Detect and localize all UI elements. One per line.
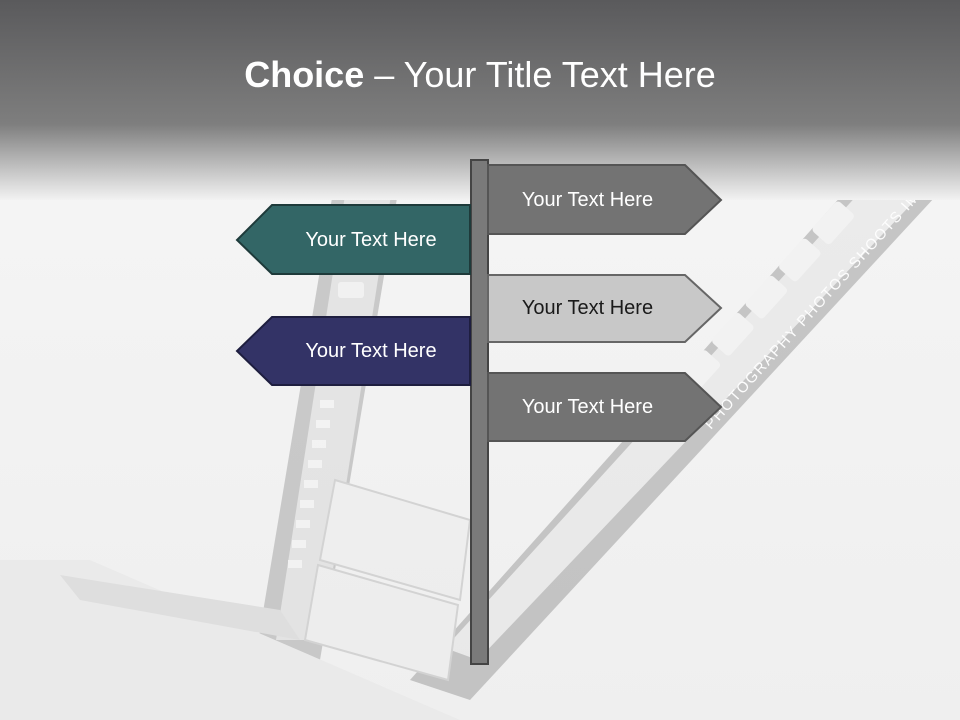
sign-right-1 (487, 164, 723, 235)
sign-right-3 (487, 372, 723, 442)
sign-right-2-label: Your Text Here (521, 297, 654, 319)
title-text: Your Title Text Here (403, 54, 716, 95)
slide-title: Choice – Your Title Text Here (0, 50, 960, 100)
title-separator: – (364, 54, 404, 95)
sign-right-2 (487, 274, 723, 343)
title-bold: Choice (244, 54, 365, 95)
sign-left-1 (235, 204, 471, 275)
sign-right-3-label: Your Text Here (521, 396, 654, 418)
signpost-pole (470, 159, 489, 665)
sign-left-1-label: Your Text Here (305, 229, 437, 251)
sign-left-2 (235, 316, 471, 386)
sign-left-2-label: Your Text Here (305, 340, 437, 362)
sign-right-1-label: Your Text Here (521, 189, 654, 211)
